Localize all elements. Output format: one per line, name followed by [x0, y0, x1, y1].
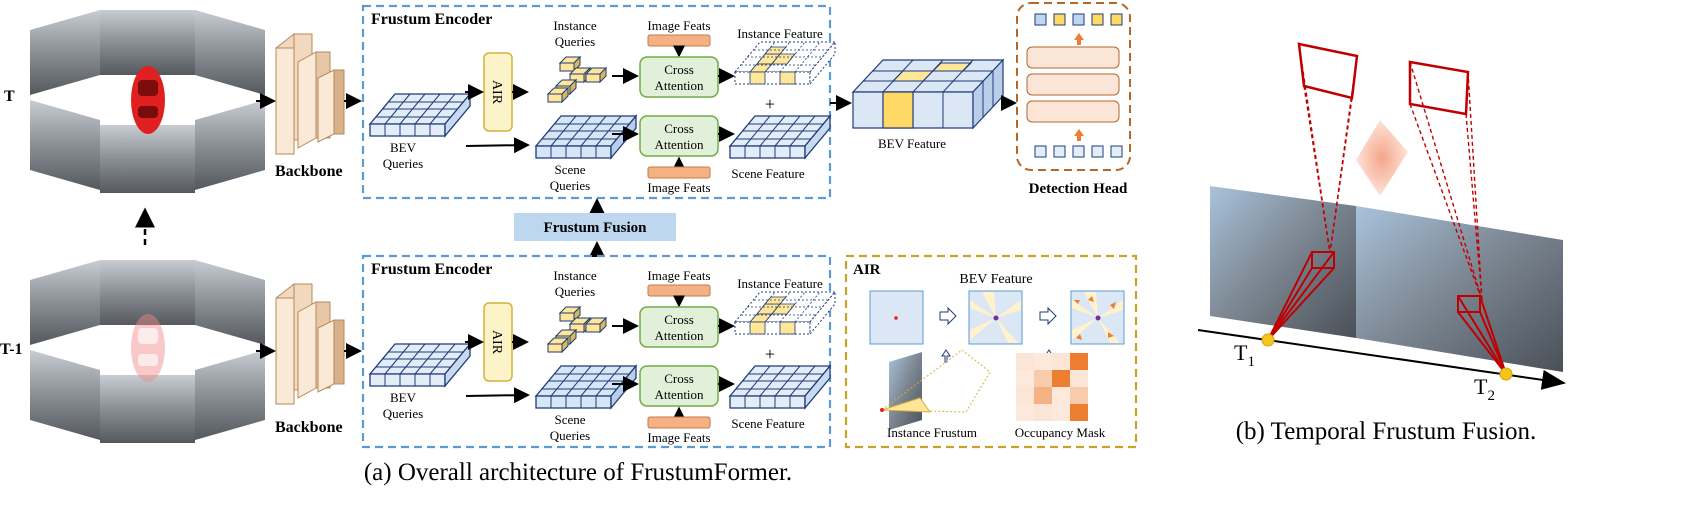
caption-b: (b) Temporal Frustum Fusion. [1236, 418, 1537, 445]
cross-attention-scene-label-2-bottom: Attention [654, 387, 704, 402]
bev-queries-label-2-bottom: Queries [383, 406, 423, 421]
frustum-fusion-box [514, 213, 676, 241]
up-arrow-icon-2 [1074, 129, 1084, 141]
frustum-encoder-title-bottom: Frustum Encoder [371, 261, 492, 278]
image-feats-bar-scene [647, 166, 711, 179]
backbone-label-bottom: Backbone [275, 419, 343, 436]
instance-queries-cubes-bottom [546, 305, 608, 354]
scene-feature-label-bottom: Scene Feature [731, 416, 805, 431]
air-box-label-bottom: AIR [489, 330, 504, 355]
instance-queries-cubes [546, 55, 608, 104]
cross-attention-label-2-bottom: Attention [654, 328, 704, 343]
image-feats-bar-top [647, 34, 711, 47]
detection-head [1016, 2, 1131, 171]
frustum-rays-2 [970, 292, 1021, 343]
instance-frustum-label: Instance Frustum [887, 425, 977, 440]
camera-views-t-minus-1 [30, 260, 265, 443]
instance-feature-grid [733, 40, 837, 86]
instance-queries-label-2-bottom: Queries [555, 284, 595, 299]
up-arrow-air-1 [941, 349, 951, 363]
cross-attention-scene-label-1-bottom: Cross [664, 371, 694, 386]
camera-views-t [30, 10, 265, 193]
scene-queries-label-1-bottom: Scene [554, 412, 585, 427]
scene-queries-label-2-bottom: Queries [550, 428, 590, 443]
bev-feature-volume [851, 58, 1005, 130]
backbone-bottom [275, 282, 345, 406]
cross-attention-scene-label-2: Attention [654, 137, 704, 152]
bev-queries-label-1-bottom: BEV [390, 390, 417, 405]
cross-attention-label-1-bottom: Cross [664, 312, 694, 327]
plus-sign-top: + [765, 94, 775, 114]
instance-frustum-illustration [880, 349, 991, 430]
air-panel: AIR BEV Feature [844, 254, 1138, 449]
image-feats-label-top-bottom: Image Feats [647, 268, 710, 283]
image-feats-label-scene: Image Feats [647, 180, 710, 195]
camera-image-t2 [1356, 206, 1563, 372]
bev-queries-label-1: BEV [390, 140, 417, 155]
frustum-intersection [1356, 120, 1408, 196]
frustum-frame-2 [1408, 60, 1470, 116]
cross-attention-scene-label-1: Cross [664, 121, 694, 136]
instance-queries-label-1: Instance [553, 18, 597, 33]
label-t: T [4, 88, 15, 105]
camera-image-t1 [1210, 186, 1356, 338]
frustum-encoder-title: Frustum Encoder [371, 11, 492, 28]
frustum-fusion-label: Frustum Fusion [544, 220, 648, 236]
scene-queries-grid-bottom [534, 364, 638, 410]
scene-queries-label-2: Queries [550, 178, 590, 193]
instance-queries-label-1-bottom: Instance [553, 268, 597, 283]
right-arrow-icon [939, 306, 957, 326]
cross-attention-scene-bottom [639, 365, 719, 407]
time-label-t2: T2 [1474, 374, 1495, 404]
temporal-frustum-fusion-panel: T1 T2 [1197, 42, 1566, 404]
scene-feature-grid-bottom [728, 364, 832, 410]
instance-feature-label: Instance Feature [737, 26, 823, 41]
time-label-t1: T1 [1234, 340, 1255, 370]
cross-attention-label-1: Cross [664, 62, 694, 77]
image-feats-label-top: Image Feats [647, 18, 710, 33]
instance-queries-label-2: Queries [555, 34, 595, 49]
image-feats-label-scene-bottom: Image Feats [647, 430, 710, 445]
instance-feature-label-bottom: Instance Feature [737, 276, 823, 291]
bev-queries-label-2: Queries [383, 156, 423, 171]
air-box-label: AIR [489, 80, 504, 105]
bev-feature-label: BEV Feature [878, 136, 946, 151]
occupancy-mask-heatmap [1016, 353, 1088, 421]
frustum-frame-1 [1297, 42, 1359, 100]
air-panel-title: AIR [853, 262, 881, 278]
detection-head-label: Detection Head [1029, 181, 1128, 197]
ego-car-icon [131, 66, 165, 134]
up-arrow-icon [1074, 33, 1084, 45]
cross-attention-scene [639, 115, 719, 157]
camera-center-t2 [1499, 367, 1513, 381]
cross-attention-label-2: Attention [654, 78, 704, 93]
occupancy-mask-label: Occupancy Mask [1015, 425, 1106, 440]
camera-center-t1 [1261, 333, 1275, 347]
label-t-minus-1: T-1 [0, 341, 23, 358]
scene-queries-grid [534, 114, 638, 160]
ego-car-faded-icon [131, 314, 165, 382]
plus-sign-bottom: + [765, 344, 775, 364]
scene-feature-grid [728, 114, 832, 160]
frustum-rays-3 [1072, 292, 1123, 343]
scene-queries-label-1: Scene [554, 162, 585, 177]
bev-square-2 [968, 290, 1023, 345]
right-arrow-icon-2 [1039, 306, 1057, 326]
backbone-top [275, 32, 345, 156]
frustum-encoder-top: Frustum Encoder BEV Queries AIR Instance… [361, 4, 837, 200]
air-bev-feature-label: BEV Feature [959, 272, 1032, 287]
backbone-label-top: Backbone [275, 163, 343, 180]
bev-queries-grid-bottom [368, 342, 472, 388]
bev-queries-grid [368, 92, 472, 138]
frustum-encoder-bottom: Frustum Encoder BEV Queries AIR Instance… [361, 254, 837, 449]
instance-feature-grid-bottom [733, 290, 837, 336]
caption-a: (a) Overall architecture of FrustumForme… [364, 459, 792, 486]
scene-feature-label: Scene Feature [731, 166, 805, 181]
